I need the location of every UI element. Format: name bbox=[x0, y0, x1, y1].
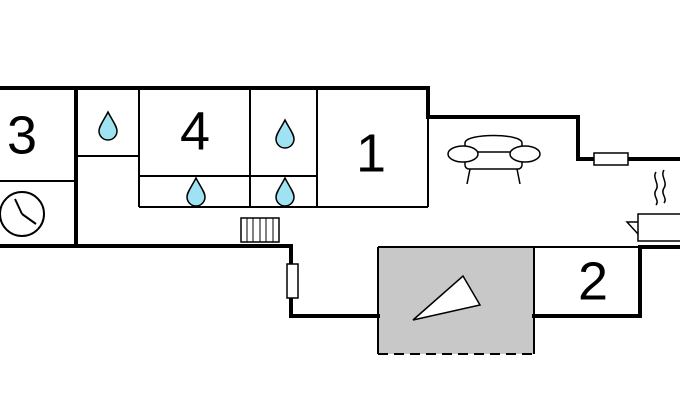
clock-icon bbox=[0, 191, 45, 237]
compass-arrow-icon bbox=[412, 274, 482, 321]
interior-walls bbox=[0, 86, 640, 248]
water-drop-icon bbox=[98, 110, 118, 141]
steaming-pot-icon bbox=[625, 169, 680, 242]
radiator-icon bbox=[240, 217, 280, 243]
room-label-1: 1 bbox=[356, 123, 386, 183]
sofa-icon bbox=[447, 134, 541, 185]
water-drop-icon bbox=[186, 176, 206, 207]
room-label-2: 2 bbox=[578, 251, 608, 311]
room-label-3: 3 bbox=[7, 105, 37, 165]
window-icon bbox=[286, 263, 299, 299]
room-label-4: 4 bbox=[180, 101, 210, 161]
water-drop-icon bbox=[275, 176, 295, 207]
water-drop-icon bbox=[275, 118, 295, 149]
window-icon bbox=[593, 152, 629, 166]
